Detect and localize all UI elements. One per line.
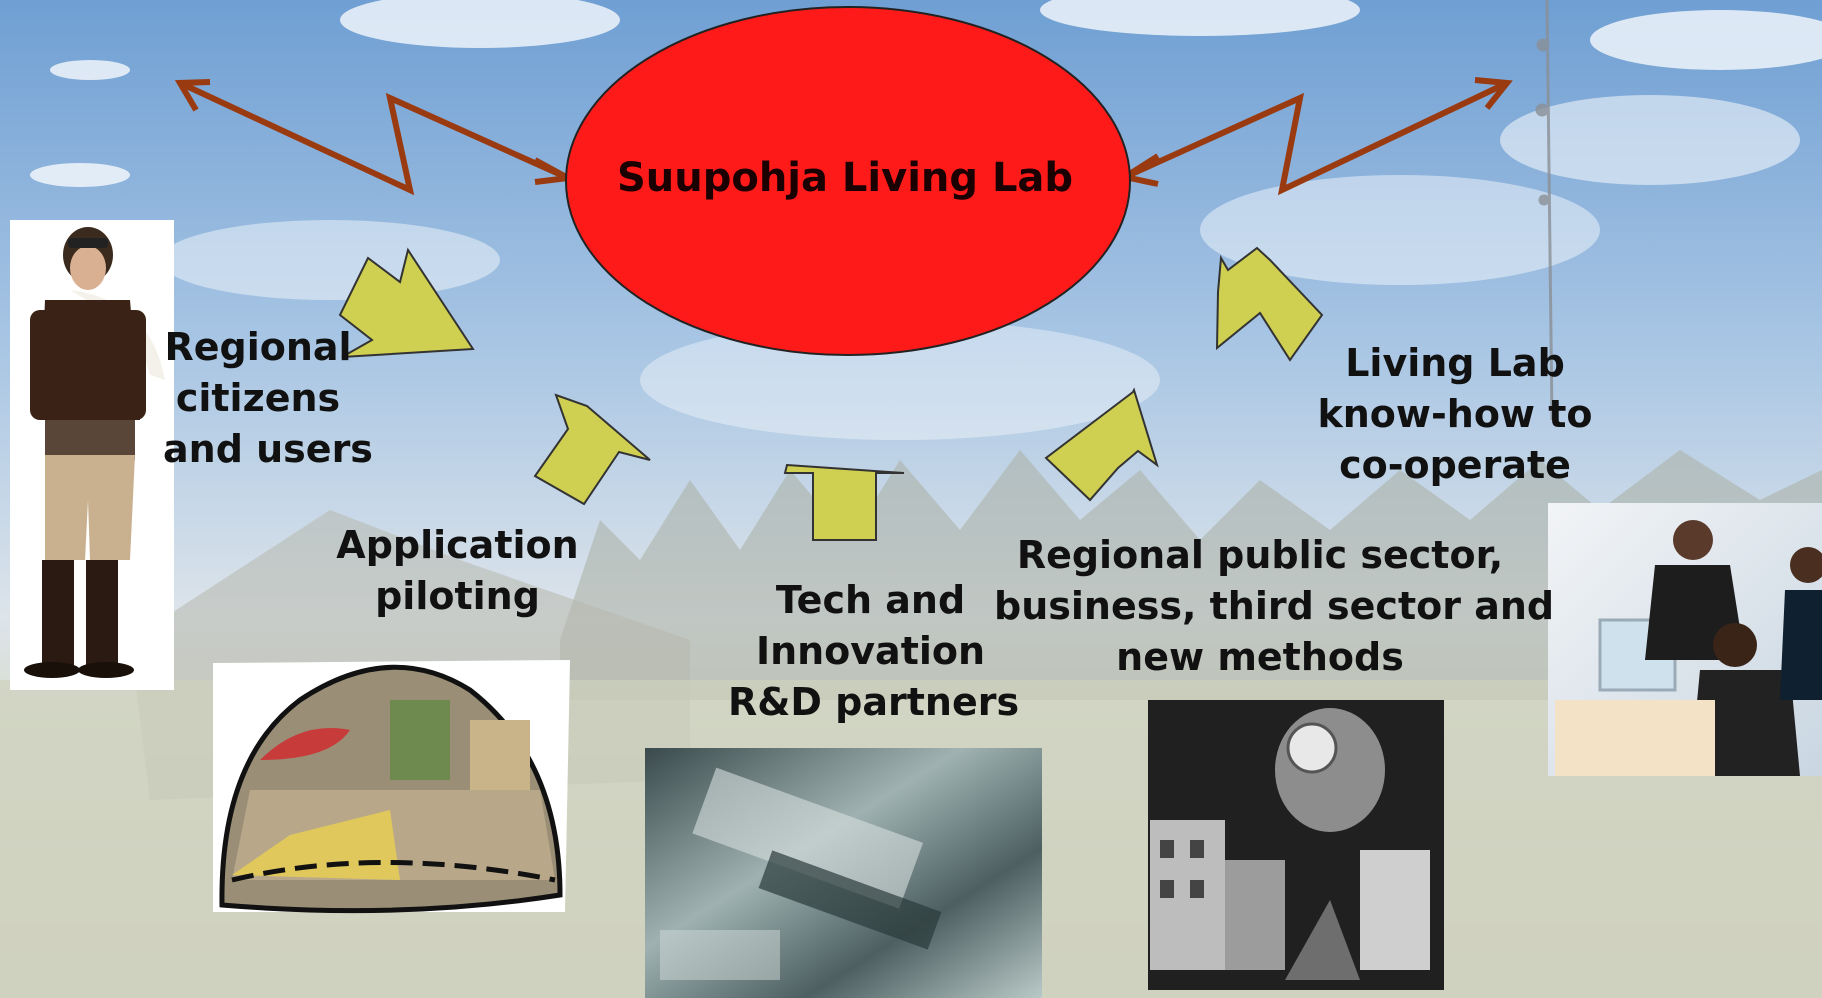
label-line: Application [336, 523, 579, 567]
label-line: Innovation [755, 629, 986, 673]
label-line: business, third sector and [994, 584, 1555, 628]
arrow-tech [783, 463, 905, 541]
center-title: Suupohja Living Lab [616, 155, 1074, 201]
model-maker-photo [1148, 700, 1444, 990]
label-line: co-operate [1339, 443, 1571, 487]
label-line: citizens [175, 376, 341, 420]
label-line: and users [163, 427, 373, 471]
office-team-photo [1548, 503, 1822, 776]
label-living-lab-knowhow: Living Lab know-how to co-operate [1310, 338, 1600, 491]
aviator-photo [10, 220, 174, 690]
machinery-photo [645, 748, 1042, 998]
arrow-public [1044, 387, 1159, 502]
center-ellipse [565, 6, 1131, 356]
label-regional-public-sector: Regional public sector, business, third … [994, 530, 1555, 683]
radio-mast [1535, 0, 1554, 421]
label-application-piloting: Application piloting [335, 520, 580, 622]
arrow-citizens [338, 247, 475, 358]
label-regional-citizens: Regional citizens and users [163, 322, 373, 475]
label-tech-innovation: Tech and Innovation R&D partners [728, 575, 1020, 728]
arrow-piloting [533, 393, 651, 506]
label-line: new methods [1116, 635, 1404, 679]
label-line: know-how to [1317, 392, 1593, 436]
street-dome-photo [213, 660, 570, 914]
label-line: Regional public sector, [1016, 533, 1504, 577]
label-line: Tech and [775, 578, 966, 622]
label-line: R&D partners [728, 680, 1020, 724]
label-line: piloting [375, 574, 540, 618]
arrow-knowhow [1215, 246, 1324, 362]
label-line: Living Lab [1345, 341, 1565, 385]
label-line: Regional [164, 325, 352, 369]
